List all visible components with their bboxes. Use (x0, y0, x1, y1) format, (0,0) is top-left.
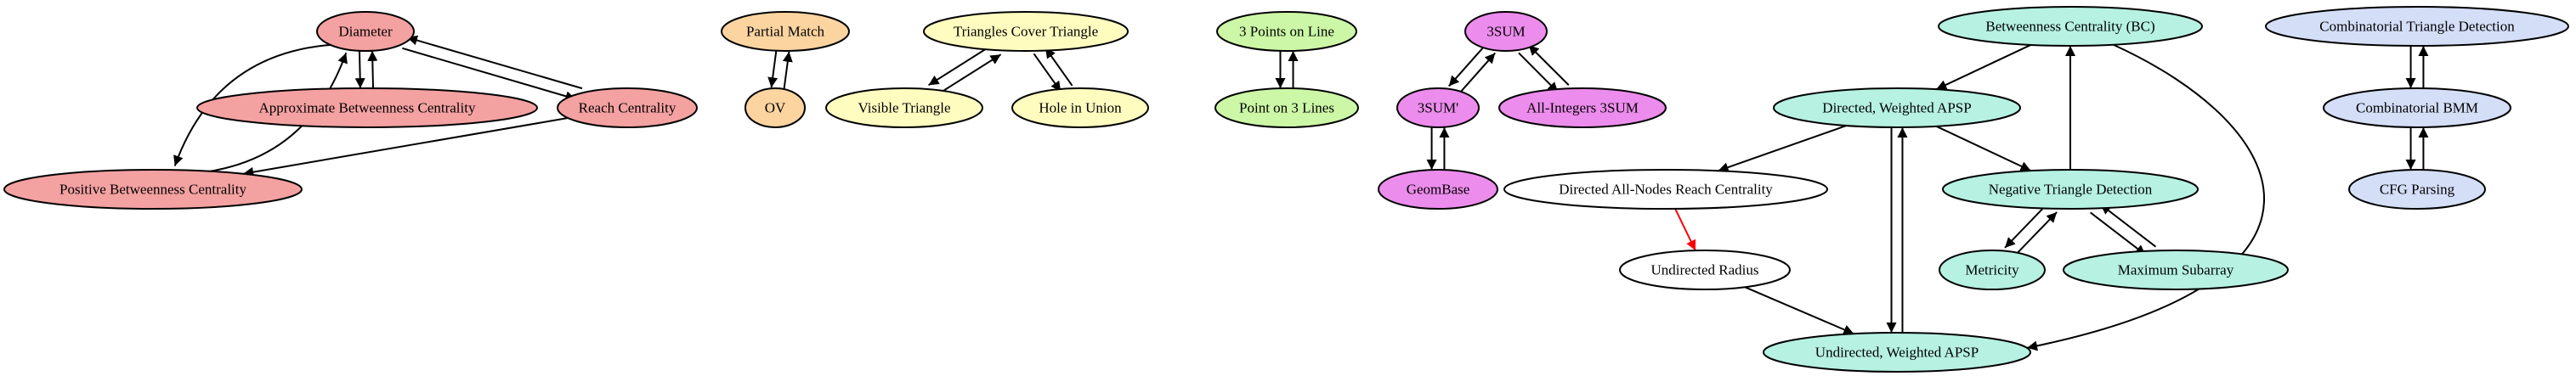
node-undirected-radius: Undirected Radius (1619, 250, 1791, 290)
edge-ov-to-partial_match (782, 51, 793, 90)
node-betweenness-bc: Betweenness Centrality (BC) (1938, 6, 2203, 47)
edge-betweenness_bc-to-undirected_apsp (2026, 43, 2265, 351)
node-label-approx-bc: Approximate Betweenness Centrality (259, 100, 476, 116)
node-positive-bc: Positive Betweenness Centrality (3, 169, 303, 210)
node-label-triangles-cover: Triangles Cover Triangle (954, 24, 1098, 40)
edge-partial_match-to-ov (767, 50, 778, 88)
node-label-positive-bc: Positive Betweenness Centrality (59, 182, 247, 198)
node-geombase: GeomBase (1378, 169, 1498, 210)
node-undirected-apsp: Undirected, Weighted APSP (1763, 332, 2031, 373)
node-label-3sum-prime: 3SUM' (1418, 100, 1458, 116)
node-directed-reach: Directed All-Nodes Reach Centrality (1503, 169, 1828, 210)
node-label-visible-triangle: Visible Triangle (858, 100, 950, 116)
node-diameter: Diameter (316, 11, 415, 52)
node-label-undirected-apsp: Undirected, Weighted APSP (1815, 345, 1979, 361)
node-label-all-integers-3sum: All-Integers 3SUM (1526, 100, 1639, 116)
node-label-three-points-line: 3 Points on Line (1239, 24, 1334, 40)
node-reach-centrality: Reach Centrality (557, 87, 698, 128)
nodes-layer: Diameter Approximate Betweenness Central… (3, 6, 2569, 373)
node-maximum-subarray: Maximum Subarray (2063, 250, 2289, 290)
edge-diameter-to-positive_bc (173, 43, 339, 166)
node-label-combinatorial-triangle: Combinatorial Triangle Detection (2319, 19, 2515, 35)
node-label-partial-match: Partial Match (746, 24, 825, 40)
node-approx-bc: Approximate Betweenness Centrality (196, 87, 538, 128)
node-label-diameter: Diameter (338, 24, 393, 40)
node-ov: OV (744, 87, 806, 128)
node-label-ov: OV (765, 100, 786, 116)
node-label-combinatorial-bmm: Combinatorial BMM (2356, 100, 2478, 116)
node-cfg-parsing: CFG Parsing (2348, 169, 2486, 210)
node-label-3sum: 3SUM (1486, 24, 1525, 40)
edge-betweenness_bc-to-directed_apsp (1935, 44, 2031, 91)
edge-directed_apsp-to-negative_triangle (1935, 125, 2031, 172)
edge-negative_triangle-to-metricity (2004, 204, 2047, 249)
edge-metricity-to-negative_triangle (2014, 211, 2058, 256)
node-combinatorial-triangle: Combinatorial Triangle Detection (2265, 6, 2569, 47)
edge-visible_triangle-to-triangles_cover (937, 53, 1002, 95)
node-label-negative-triangle: Negative Triangle Detection (1989, 182, 2153, 198)
node-label-cfg-parsing: CFG Parsing (2380, 182, 2455, 198)
edge-undirected_radius-to-undirected_apsp (1744, 286, 1854, 335)
node-label-directed-reach: Directed All-Nodes Reach Centrality (1559, 182, 1773, 198)
node-negative-triangle: Negative Triangle Detection (1942, 169, 2199, 210)
edge-reach_centrality-to-positive_bc (243, 117, 569, 177)
node-hole-in-union: Hole in Union (1011, 87, 1149, 128)
node-metricity: Metricity (1939, 250, 2046, 290)
edge-directed_apsp-to-directed_reach (1718, 125, 1847, 172)
node-label-hole-in-union: Hole in Union (1039, 100, 1122, 116)
edge-approx_bc-to-diameter (367, 50, 378, 88)
node-label-betweenness-bc: Betweenness Centrality (BC) (1985, 19, 2154, 35)
node-3sum: 3SUM (1464, 11, 1548, 52)
node-directed-apsp: Directed, Weighted APSP (1773, 87, 2021, 128)
edge-maximum_subarray-to-negative_triangle (2099, 203, 2157, 248)
edge-all_integers_3sum-to-threesum (1527, 44, 1570, 86)
node-partial-match: Partial Match (721, 11, 850, 52)
node-combinatorial-bmm: Combinatorial BMM (2323, 87, 2511, 128)
node-label-reach-centrality: Reach Centrality (579, 100, 677, 116)
node-label-maximum-subarray: Maximum Subarray (2118, 262, 2234, 278)
edge-reach_centrality-to-diameter (406, 35, 583, 90)
edge-directed_reach-to-undirected_radius (1674, 208, 1696, 251)
node-label-geombase: GeomBase (1407, 182, 1470, 198)
edge-threesum-to-threesum_prime (1448, 45, 1486, 87)
node-label-undirected-radius: Undirected Radius (1651, 262, 1759, 278)
node-triangles-cover: Triangles Cover Triangle (923, 11, 1129, 52)
node-label-metricity: Metricity (1965, 262, 2019, 278)
edge-threesum_prime-to-threesum (1458, 52, 1496, 94)
edge-hole_in_union-to-triangles_cover (1045, 47, 1073, 87)
node-visible-triangle: Visible Triangle (825, 87, 983, 128)
edge-triangles_cover-to-hole_in_union (1033, 53, 1062, 93)
node-3sum-prime: 3SUM' (1396, 87, 1480, 128)
edge-threesum-to-all_integers_3sum (1518, 52, 1559, 93)
edge-negative_triangle-to-maximum_subarray (2090, 211, 2147, 256)
node-label-point-three-lines: Point on 3 Lines (1239, 100, 1334, 116)
node-label-directed-apsp: Directed, Weighted APSP (1822, 100, 1971, 116)
node-point-three-lines: Point on 3 Lines (1214, 87, 1359, 128)
edge-diameter-to-reach_centrality (402, 47, 576, 102)
edge-triangles_cover-to-visible_triangle (928, 44, 992, 87)
node-all-integers-3sum: All-Integers 3SUM (1498, 87, 1667, 128)
node-three-points-line: 3 Points on Line (1216, 11, 1357, 52)
